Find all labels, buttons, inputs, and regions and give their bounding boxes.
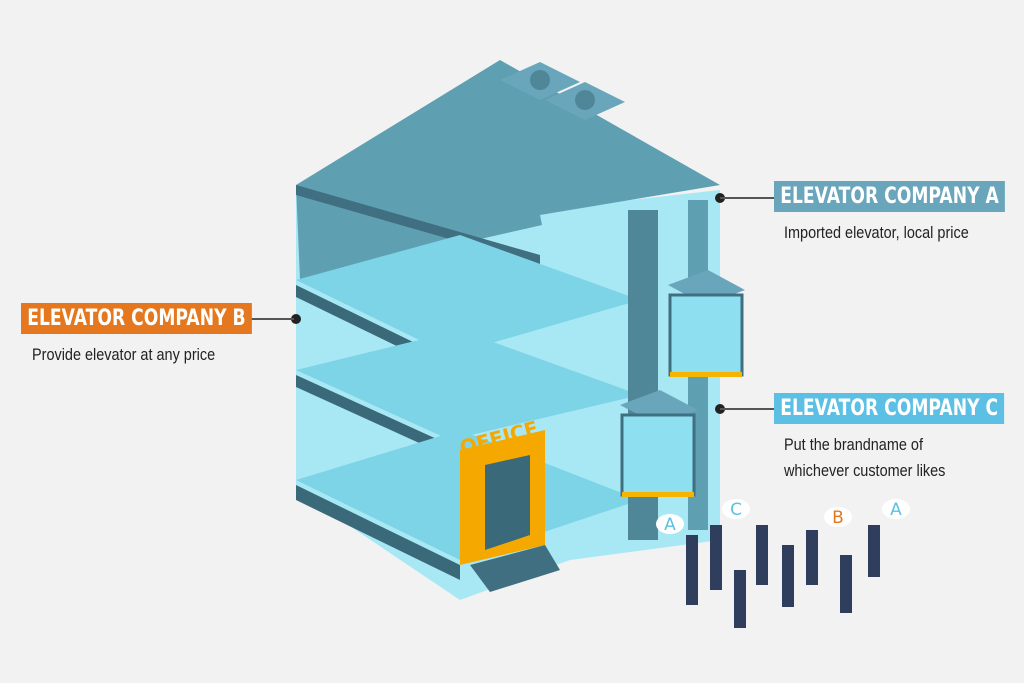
bubble-text: A (664, 515, 676, 535)
elevator-car-upper (668, 270, 745, 377)
callout-b-title: ELEVATOR COMPANY B (21, 303, 252, 334)
speech-bubble (656, 514, 684, 534)
callout-c-line (720, 408, 774, 410)
floor-3 (296, 235, 640, 355)
elevator-car-lower (620, 390, 698, 497)
callout-b-dot (291, 314, 301, 324)
bubble-text: C (730, 500, 742, 520)
callout-c-description-line1: Put the brandname of (784, 435, 923, 454)
speech-bubble (722, 499, 750, 519)
floor-2 (296, 330, 640, 440)
bubble-text: A (890, 500, 902, 520)
office-entrance (460, 430, 560, 592)
speech-bubble (824, 507, 852, 527)
crowd-of-customers (686, 525, 880, 628)
speech-bubble (882, 499, 910, 519)
callout-a-description: Imported elevator, local price (784, 223, 969, 242)
callout-a-line (720, 197, 774, 199)
callout-c-description-line2: whichever customer likes (784, 461, 946, 480)
callout-b-line (244, 318, 294, 320)
callout-c-title: ELEVATOR COMPANY C (774, 393, 1005, 424)
callout-b-description: Provide elevator at any price (32, 345, 216, 364)
bubble-text: B (832, 508, 844, 528)
callout-a-title: ELEVATOR COMPANY A (774, 181, 1005, 212)
